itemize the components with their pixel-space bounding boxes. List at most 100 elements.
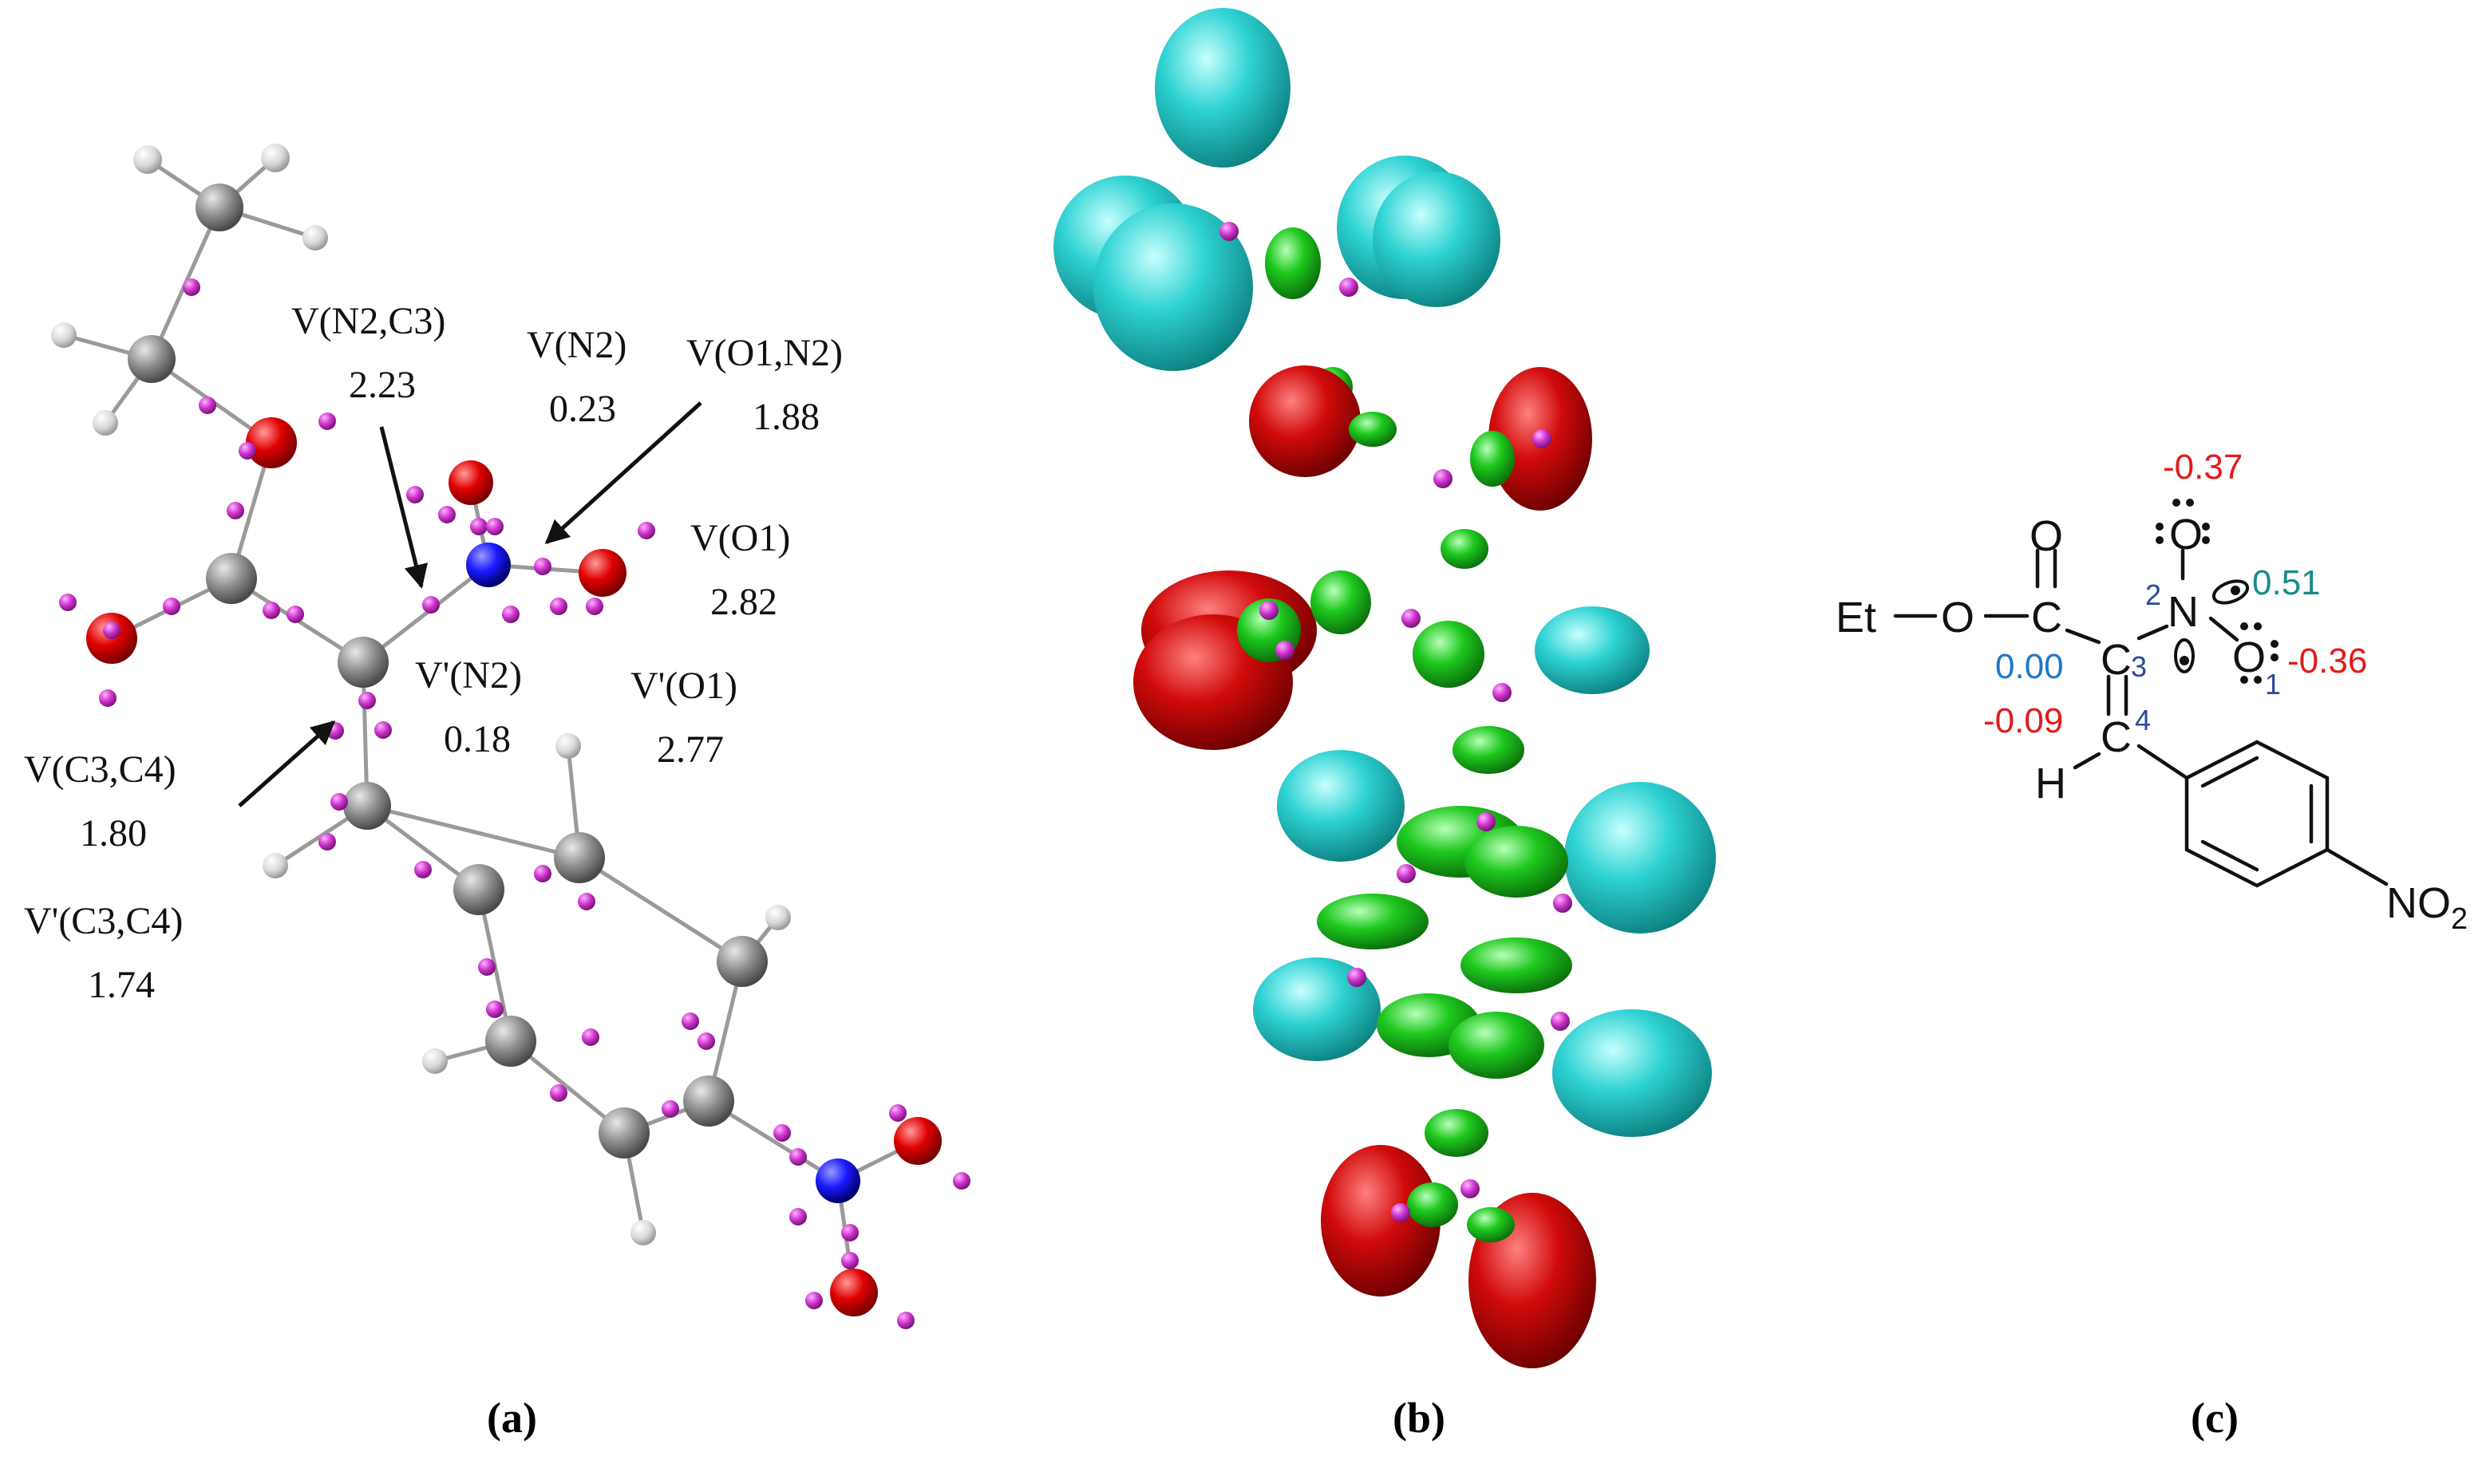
caption-b: (b)	[1393, 1394, 1445, 1442]
atom-o-carbonyl: O	[2030, 512, 2063, 560]
atom-22	[683, 1076, 734, 1127]
attractor-2	[239, 442, 256, 460]
iso-attractor-4	[1401, 609, 1421, 628]
bond-c3-n2	[2136, 624, 2169, 641]
atom-15	[263, 853, 288, 878]
label-v-prime-n2-value: 0.18	[444, 718, 511, 760]
atom-7	[246, 417, 297, 468]
caption-c: (c)	[2191, 1394, 2239, 1442]
n-lone-pair-lobes	[2174, 579, 2250, 673]
lobe-19	[1277, 750, 1405, 862]
atom-c4: C	[2101, 713, 2132, 761]
attractor-38	[953, 1172, 970, 1190]
lobe-29	[1425, 1109, 1488, 1157]
atom-3	[196, 184, 243, 231]
atom-23	[422, 1048, 448, 1074]
attractor-20	[287, 606, 304, 623]
atom-n2: N	[2168, 588, 2199, 636]
attractor-28	[478, 958, 496, 976]
iso-attractor-1	[1339, 278, 1358, 297]
panel-c-structure: Et O O C C N O O C H NO2 2	[1836, 448, 2468, 1442]
attractor-36	[789, 1148, 807, 1166]
atom-25	[630, 1220, 656, 1245]
atom-0	[133, 145, 162, 174]
atom-c-carbonyl: C	[2031, 594, 2062, 641]
atom-21	[485, 1016, 536, 1067]
attractor-10	[586, 598, 603, 615]
charge-c4: -0.09	[1983, 701, 2063, 740]
atom-14	[343, 782, 391, 830]
label-v-n2-name: V(N2)	[527, 324, 626, 366]
atom-no2-main: NO	[2386, 879, 2451, 927]
attractor-31	[698, 1032, 715, 1050]
atom-o-top: O	[2169, 511, 2203, 558]
lobe-16	[1413, 621, 1484, 688]
bond-17	[577, 855, 745, 964]
attractor-32	[486, 1001, 504, 1018]
attractor-22	[99, 689, 117, 707]
panel-a-elf-basins: V(N2,C3) 2.23 V(N2) 0.23 V(O1,N2) 1.88 V…	[24, 144, 970, 1442]
atom-12	[466, 543, 511, 587]
atom-13	[579, 549, 626, 597]
label-v-n2-c3-name: V(N2,C3)	[291, 300, 445, 342]
lobe-30	[1321, 1145, 1441, 1297]
attractor-34	[662, 1100, 679, 1118]
attractor-14	[422, 596, 440, 614]
atom-10	[338, 637, 389, 688]
bond-ring-no2	[2325, 847, 2389, 886]
attractor-25	[414, 861, 432, 878]
atom-o-ester: O	[1941, 594, 1974, 641]
label-v-c3-c4-name: V(C3,C4)	[24, 748, 176, 791]
lobe-20	[1564, 782, 1716, 933]
iso-attractor-7	[1275, 641, 1294, 660]
attractor-30	[682, 1012, 699, 1030]
attractor-29	[582, 1028, 599, 1046]
n-lobe-lower	[2174, 638, 2195, 673]
panel-b-isosurfaces: (b)	[1053, 8, 1716, 1442]
isosurface-lobes	[1053, 8, 1716, 1368]
atom-28	[830, 1269, 878, 1316]
lobe-5	[1265, 227, 1321, 299]
atom-4	[51, 322, 77, 348]
bond-c-c3	[2065, 628, 2101, 645]
attractor-5	[406, 486, 424, 503]
attractor-41	[841, 1252, 859, 1269]
attractor-40	[789, 1208, 807, 1225]
atom-6	[128, 335, 176, 383]
lobe-10	[1470, 431, 1515, 487]
attractor-21	[59, 594, 77, 611]
isosurface-attractors	[1219, 222, 1572, 1222]
attractor-8	[486, 518, 504, 535]
label-v-o1-value: 2.82	[710, 581, 777, 623]
lobe-18	[1452, 726, 1524, 774]
atom-o1: O	[2232, 633, 2266, 681]
arrow-v-n2-c3	[379, 426, 429, 589]
attractor-26	[534, 865, 551, 882]
attractor-18	[163, 598, 180, 615]
iso-attractor-2	[1433, 469, 1452, 488]
ring-double-1	[2200, 756, 2259, 788]
attractor-44	[330, 793, 348, 811]
lobe-0	[1155, 8, 1290, 168]
atom-c3: C	[2101, 636, 2132, 684]
atom-5	[93, 410, 118, 436]
atom-18	[453, 864, 504, 915]
atom-8	[206, 553, 257, 604]
lobe-24	[1460, 937, 1572, 993]
lobe-4	[1373, 172, 1500, 307]
charge-o1: -0.36	[2287, 641, 2367, 681]
attractor-27	[578, 893, 595, 910]
iso-attractor-13	[1391, 1203, 1410, 1222]
attractor-11	[638, 522, 655, 539]
attractor-9	[534, 558, 551, 575]
lobe-25	[1253, 957, 1381, 1061]
structure-atoms: Et O O C C N O O C H NO2	[1836, 511, 2468, 936]
attractor-0	[183, 278, 200, 296]
lobe-26	[1552, 1009, 1712, 1137]
attractor-23	[103, 622, 121, 639]
iso-attractor-6	[1259, 601, 1279, 620]
lone-pairs	[2156, 499, 2279, 684]
n-lobe-upper	[2211, 579, 2250, 605]
locant-c3: 3	[2131, 650, 2147, 683]
atom-2	[302, 225, 328, 251]
